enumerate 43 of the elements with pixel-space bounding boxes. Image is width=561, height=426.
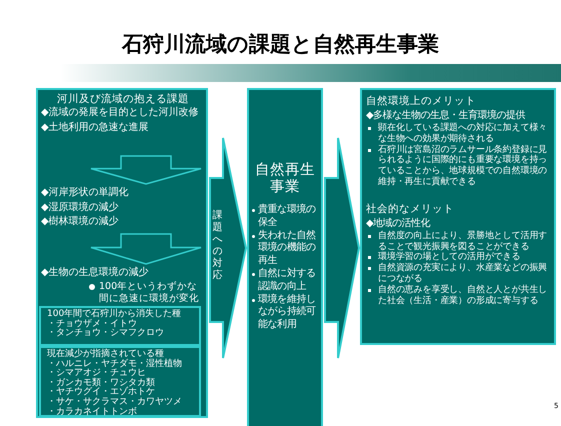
panel — [360, 88, 556, 345]
list-item: 自然資源の充実により、水産業などの振興につながる — [378, 263, 548, 284]
list-item: ◆生物の生息環境の減少 — [41, 267, 149, 278]
list-item: ◆樹林環境の減少 — [41, 216, 119, 227]
list-item: ◆河岸形状の単調化 — [41, 187, 129, 198]
heading: 100年間で石狩川から消失した種 — [47, 309, 182, 319]
down-arrow — [90, 233, 202, 265]
list-item: 貴重な環境の保全 — [258, 204, 316, 228]
edge-label: 課題への対応 — [212, 210, 223, 282]
list-item: ◆流域の発展を目的とした河川改修 — [41, 107, 199, 118]
list-item: 環境学習の場としての活用ができる — [378, 252, 520, 262]
title: 石狩川流域の課題と自然再生事業 — [122, 32, 439, 56]
list-item: 顕在化している課題への対応に加えて様々な生物への効果が期待される — [378, 123, 548, 144]
heading: 河川及び流域の抱える課題 — [57, 93, 189, 105]
list-item: ◆土地利用の急速な進展 — [41, 122, 149, 132]
list-item: ・シマアオジ・チュウヒ — [47, 368, 146, 378]
list-item: ◆湿原環境の減少 — [41, 202, 119, 212]
list-item: 自然度の向上により、景勝地として活用することで観光振興を図ることができる — [378, 230, 548, 252]
list-item: ・サケ・サクラマス・カワヤツメ — [47, 396, 182, 407]
list-item: 自然に対する認識の向上 — [258, 268, 316, 292]
heading: 現在減少が指摘されている種 — [47, 349, 164, 359]
list-item: ◆地域の活性化 — [366, 218, 430, 229]
list-item: 石狩川は宮島沼のラムサール条約登録に見られるように国際的にも重要な環境を持っていることから、地球規模での自然環境の維持・再生に貢献できる — [378, 144, 548, 187]
list-item: ・ハルニレ・ヤチダモ・湿性植物 — [47, 358, 182, 369]
list-item: ・ヤチウグイ・エゾホトケ — [47, 387, 155, 398]
heading: 自然環境上のメリット — [366, 95, 476, 107]
list-item: ◆多様な生物の生息・生育環境の提供 — [366, 110, 526, 121]
species-box — [39, 306, 201, 346]
panel — [36, 88, 208, 418]
heading: 自然再生事業 — [255, 162, 315, 195]
species-box — [39, 346, 201, 417]
heading: 社会的なメリット — [366, 202, 454, 215]
panel — [247, 88, 323, 426]
list-item: ・カラカネイトトンボ — [47, 406, 137, 417]
down-arrow — [90, 155, 202, 185]
list-item: 自然の恵みを享受し、自然と人とが共生した社会（生活・産業）の形成に寄与する — [378, 284, 548, 306]
list-item: 100年というわずかな間に急速に環境が変化 — [99, 280, 199, 304]
list-item: ・ガンカモ類・ワシタカ類 — [47, 378, 155, 388]
list-item: ・タンチョウ・シマフクロウ — [47, 328, 164, 338]
block-arrow — [324, 137, 360, 359]
list-item: 失われた自然環境の機能の再生 — [258, 230, 316, 266]
list-item: ・チョウザメ・イトウ — [47, 318, 137, 329]
list-item: 環境を維持しながら持続可能な利用 — [258, 294, 316, 330]
